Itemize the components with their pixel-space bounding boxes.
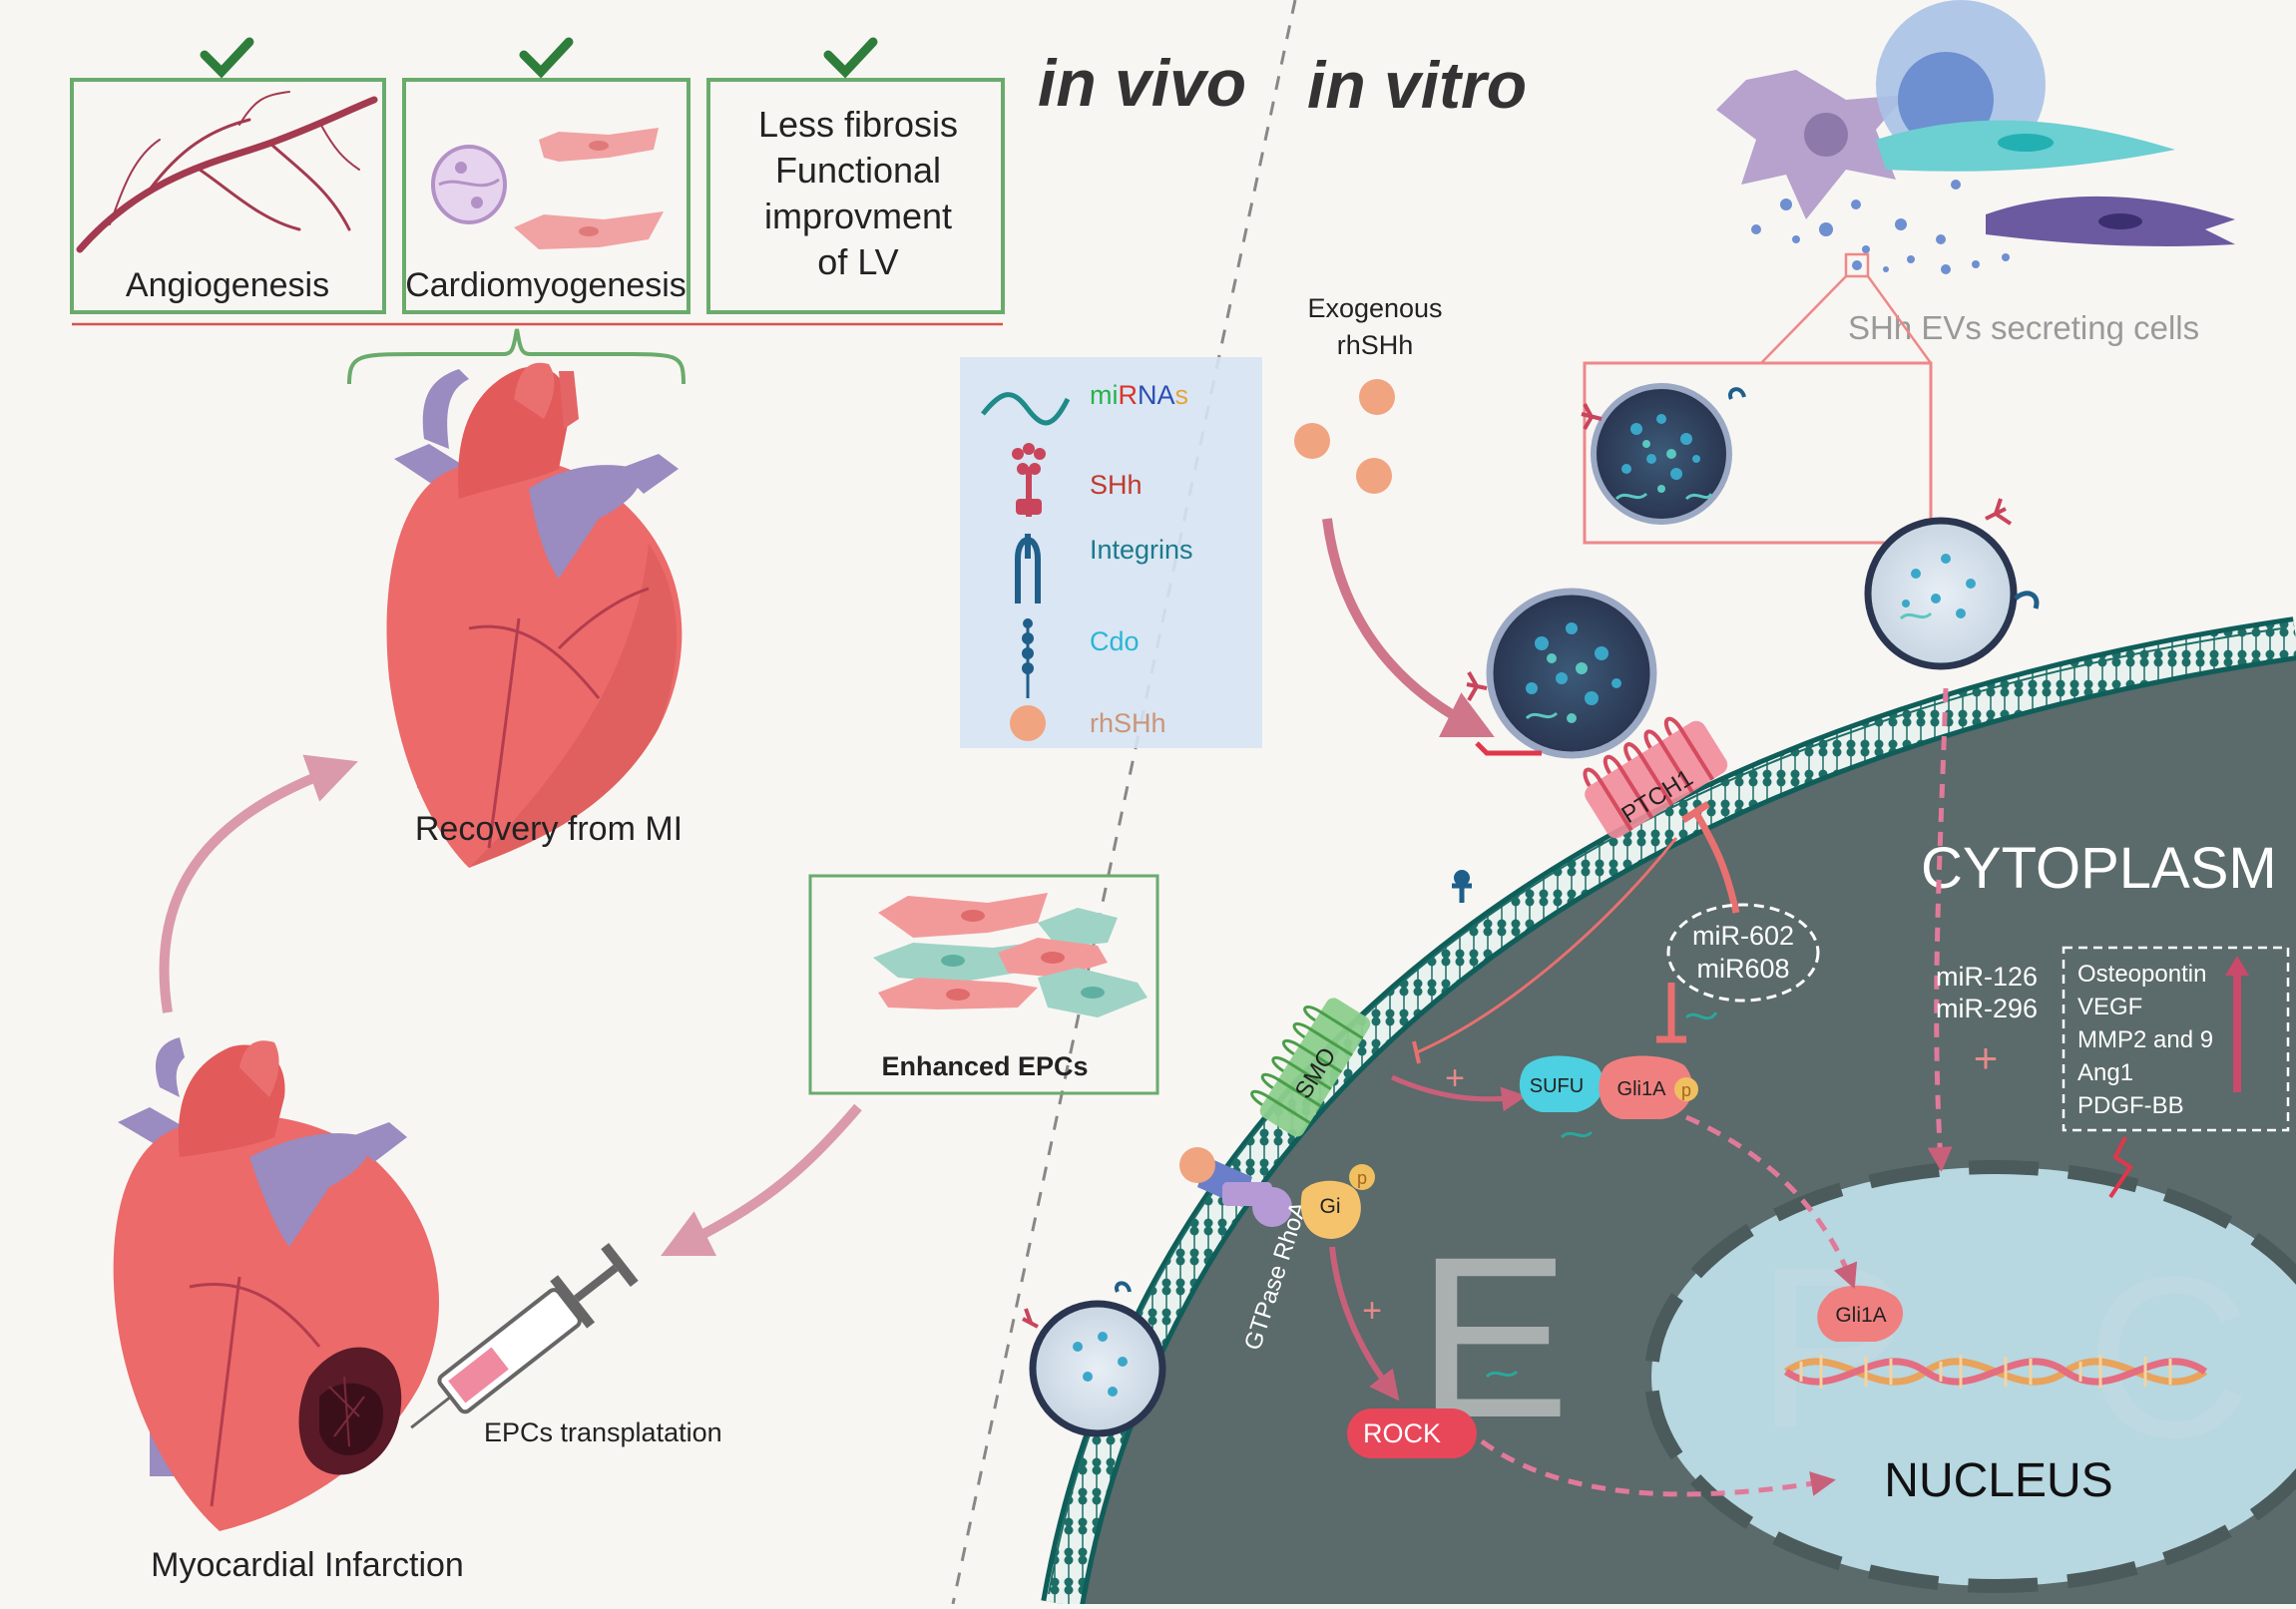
rock-kinase bbox=[1347, 1408, 1477, 1458]
plus-sign: + bbox=[1362, 1292, 1382, 1330]
sufu-gli1a-complex bbox=[1519, 1055, 1698, 1119]
nuclear-gli1a-label: Gli1A bbox=[1835, 1304, 1886, 1327]
angiogenesis-box bbox=[70, 78, 386, 314]
factor-osteopontin: Osteopontin bbox=[2077, 961, 2206, 988]
plus-sign: + bbox=[1974, 1034, 1999, 1081]
benefit-line-3: improvment bbox=[764, 196, 952, 236]
ptch1-to-smo-inhibition bbox=[1416, 837, 1678, 1054]
plus-sign: + bbox=[1445, 1059, 1465, 1097]
exogenous-label-1: Exogenous bbox=[1307, 293, 1442, 323]
faint-letter-p: P bbox=[1756, 1219, 1909, 1475]
gtpase-complex bbox=[1179, 1147, 1292, 1227]
enhanced-epcs-box bbox=[808, 874, 1159, 1095]
factor-vegf: VEGF bbox=[2077, 994, 2142, 1020]
legend-panel: miRNAs SHh Integrins Cdo rhSHh bbox=[960, 357, 1262, 748]
rhshh-particle bbox=[1294, 423, 1330, 459]
cardiomyogenesis-box bbox=[402, 78, 690, 314]
faint-letter-c: C bbox=[2085, 1229, 2251, 1485]
mirna-icon bbox=[981, 392, 1071, 426]
ev-fusing bbox=[1864, 498, 2040, 670]
inhibition-bar bbox=[1681, 801, 1710, 823]
gi-rock-arrow bbox=[1329, 1246, 1400, 1402]
rhshh-particle bbox=[1359, 379, 1395, 415]
legend-shh: SHh bbox=[1090, 470, 1143, 500]
angiogenesis-label: Angiogenesis bbox=[126, 266, 329, 304]
transplant-arrow bbox=[661, 1103, 862, 1256]
factor-pdgf: PDGF-BB bbox=[2077, 1092, 2184, 1119]
legend-mirnas: miRNAs bbox=[1090, 380, 1188, 410]
dna-icon bbox=[1783, 1355, 2208, 1389]
smo-activation-arrow bbox=[1390, 1074, 1527, 1112]
rhshh-icon bbox=[1010, 705, 1046, 741]
gi-label: Gi bbox=[1320, 1195, 1341, 1218]
mir-inhibitory-cloud bbox=[1666, 903, 1820, 1003]
ev-lower bbox=[1022, 1281, 1166, 1437]
mi-label: Myocardial Infarction bbox=[151, 1546, 464, 1584]
infarcted-heart bbox=[113, 1037, 439, 1531]
gli1a-label: Gli1A bbox=[1617, 1078, 1667, 1100]
enhanced-epcs-label: Enhanced EPCs bbox=[881, 1051, 1088, 1081]
gli1a-translocation-arrow bbox=[1684, 1114, 1858, 1290]
syringe-icon bbox=[410, 1243, 639, 1429]
cytoplasm-label: CYTOPLASM bbox=[1921, 836, 2277, 901]
ev-zoom-box bbox=[1583, 275, 1933, 545]
mir-602-label: miR-602 bbox=[1692, 921, 1794, 951]
rhshh-arrow bbox=[1322, 518, 1495, 737]
nucleus-label: NUCLEUS bbox=[1884, 1454, 2112, 1507]
smo-receptor bbox=[1250, 998, 1371, 1137]
rock-nucleus-arrow bbox=[1480, 1438, 1836, 1497]
outcome-panel: Angiogenesis Cardiomyogenesis Less fibro… bbox=[70, 37, 1005, 385]
recovery-arrow bbox=[159, 754, 358, 1013]
cdo-icon bbox=[1022, 618, 1034, 698]
shh-icon bbox=[1012, 443, 1046, 517]
gi-protein bbox=[1300, 1180, 1361, 1239]
check-icon bbox=[823, 37, 878, 79]
cardiomyogenesis-label: Cardiomyogenesis bbox=[405, 266, 687, 304]
in-vivo-title: in vivo bbox=[1038, 46, 1246, 120]
rock-label: ROCK bbox=[1363, 1418, 1441, 1448]
mir-to-ptch1-inhibition bbox=[1692, 811, 1740, 914]
legend-cdo: Cdo bbox=[1090, 626, 1140, 656]
outcome-brace bbox=[347, 328, 686, 385]
gli1a-phospho: p bbox=[1681, 1080, 1691, 1100]
inhibition-bar bbox=[1412, 1040, 1421, 1064]
ev-bound bbox=[1466, 588, 1657, 759]
factors-box bbox=[2062, 946, 2290, 1132]
gi-phospho: p bbox=[1357, 1168, 1367, 1188]
factor-mmp: MMP2 and 9 bbox=[2077, 1026, 2213, 1053]
transplant-label: EPCs transplatation bbox=[484, 1417, 722, 1447]
nuclear-gli1a bbox=[1817, 1285, 1904, 1342]
secreting-cells bbox=[1716, 0, 2235, 278]
gi-phospho-dot bbox=[1349, 1164, 1375, 1190]
benefit-line-1: Less fibrosis bbox=[758, 104, 958, 145]
sufu-label: SUFU bbox=[1530, 1075, 1584, 1097]
integrin-icon bbox=[1015, 534, 1041, 603]
vessel-icon bbox=[76, 91, 378, 253]
cardiomyocyte-icon bbox=[431, 128, 664, 249]
recovery-label: Recovery from MI bbox=[415, 810, 683, 848]
exogenous-label-2: rhSHh bbox=[1337, 330, 1414, 360]
check-icon bbox=[519, 37, 574, 79]
in-vitro-title: in vitro bbox=[1307, 48, 1527, 122]
factor-ang1: Ang1 bbox=[2077, 1059, 2133, 1086]
benefit-line-2: Functional bbox=[775, 150, 941, 191]
upregulation-arrow-head bbox=[2225, 956, 2249, 976]
ev-zoomed bbox=[1581, 383, 1746, 525]
benefit-line-4: of LV bbox=[817, 241, 898, 282]
mir-126-label: miR-126 bbox=[1936, 962, 2038, 992]
check-icon bbox=[200, 37, 254, 79]
legend-rhshh: rhSHh bbox=[1090, 708, 1166, 738]
benefit-box bbox=[706, 78, 1005, 314]
legend-integrins: Integrins bbox=[1090, 535, 1193, 565]
secreting-cells-label: SHh EVs secreting cells bbox=[1848, 309, 2199, 346]
mir-296-label: miR-296 bbox=[1936, 994, 2038, 1023]
rhshh-particle bbox=[1356, 458, 1392, 494]
mir-608-label: miR608 bbox=[1696, 954, 1789, 984]
ptch1-receptor bbox=[1583, 716, 1728, 839]
ev-cargo-arrow bbox=[1927, 687, 1953, 1172]
recovered-heart bbox=[386, 362, 683, 868]
factor-gene-link bbox=[2108, 1136, 2133, 1199]
